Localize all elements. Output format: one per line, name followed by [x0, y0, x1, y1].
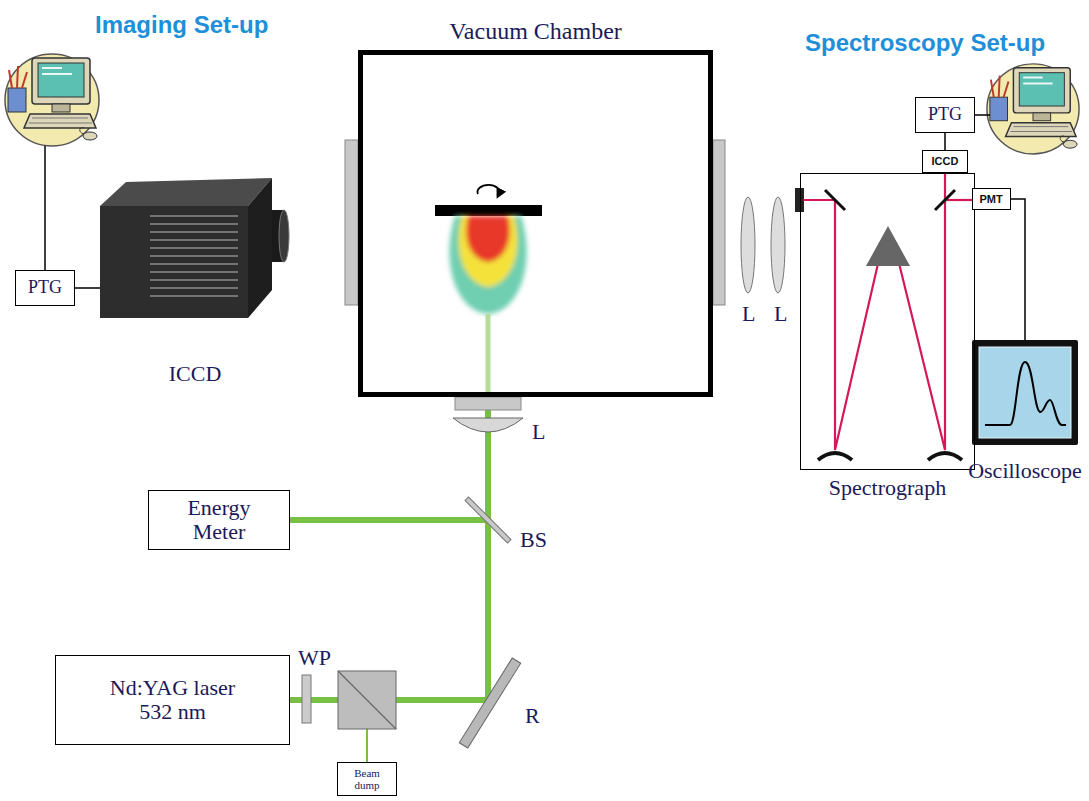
trigger-cable — [944, 133, 946, 150]
flat-mirror — [825, 190, 845, 210]
iccd-detector-box: ICCD — [922, 150, 968, 173]
spectrograph: Spectrograph — [800, 173, 975, 470]
plume-middle — [458, 216, 517, 287]
mirror-label: R — [525, 704, 540, 728]
section-heading: Spectroscopy Set-up — [805, 30, 1045, 56]
light-ray — [945, 199, 972, 201]
concave-mirror — [818, 453, 852, 460]
plasma-plume — [449, 216, 526, 314]
node-heading: Spectrograph — [829, 476, 946, 500]
node-text: PMT — [979, 193, 1002, 205]
rotation-arrow — [478, 185, 500, 194]
collection-lens — [741, 197, 755, 293]
beam-in-chamber — [486, 314, 491, 397]
mirror — [459, 658, 520, 748]
iccd-camera-picture — [100, 178, 289, 318]
wave-plate — [302, 675, 311, 723]
prism — [866, 226, 910, 266]
plume-core — [466, 216, 510, 262]
oscilloscope-frame — [972, 340, 1078, 445]
node-text: Beam dump — [345, 767, 390, 791]
wave-plate-label: WP — [298, 646, 331, 670]
camera-side — [248, 178, 272, 318]
pulse-generator-box: PTG — [915, 97, 975, 133]
node-text: Nd:YAG laser 532 nm — [95, 676, 250, 724]
node-heading: Oscilloscope — [968, 459, 1082, 483]
signal-trace — [985, 362, 1066, 425]
light-ray — [803, 174, 945, 450]
label-holder: L — [532, 420, 545, 444]
computer-icon — [5, 54, 99, 146]
trigger-cable — [75, 287, 100, 289]
pmt-box: PMT — [972, 188, 1011, 210]
section-heading: Imaging Set-up — [95, 12, 268, 38]
oscilloscope: Oscilloscope — [972, 340, 1078, 445]
target — [435, 205, 542, 216]
chamber-window — [345, 140, 358, 305]
label-holder: WP — [298, 646, 331, 670]
flip-mirror — [935, 190, 955, 210]
concave-mirror — [928, 453, 962, 460]
laser-box: Nd:YAG laser 532 nm — [55, 655, 290, 745]
label-holder: Imaging Set-up — [95, 12, 268, 38]
pulse-generator-box: PTG — [15, 270, 75, 306]
beam-splitter — [465, 497, 511, 543]
chamber-window — [713, 140, 725, 305]
label-holder: R — [525, 704, 540, 728]
label-holder: L — [742, 302, 755, 326]
plume-outer — [449, 216, 526, 314]
node-heading: ICCD — [169, 362, 222, 386]
lens-label: L — [742, 302, 755, 326]
label-holder: Spectroscopy Set-up — [805, 30, 1045, 56]
label-holder: BS — [520, 528, 547, 552]
chamber-window — [455, 397, 521, 410]
collection-lens — [771, 197, 785, 293]
camera-top — [100, 178, 272, 206]
lens-label: L — [774, 302, 787, 326]
polarizing-cube — [338, 671, 396, 729]
focusing-lens — [453, 418, 523, 432]
control-cable — [44, 146, 46, 270]
signal-cable — [1011, 199, 1026, 340]
laser-beam — [290, 397, 488, 700]
label-holder: L — [774, 302, 787, 326]
control-cable — [975, 114, 990, 116]
computer-icon — [987, 64, 1079, 154]
beam-dump-box: Beam dump — [337, 762, 397, 796]
node-text: ICCD — [932, 155, 959, 167]
node-text: PTG — [928, 105, 962, 125]
cube-diagonal — [338, 671, 396, 729]
camera-grille — [150, 216, 238, 296]
energy-meter-box: Energy Meter — [148, 490, 290, 550]
oscilloscope-screen — [979, 347, 1071, 438]
beam-splitter-label: BS — [520, 528, 547, 552]
node-text: Energy Meter — [169, 496, 269, 544]
camera-lens-front — [279, 210, 289, 262]
camera-body — [100, 206, 248, 318]
lens-label: L — [532, 420, 545, 444]
node-text: PTG — [28, 278, 62, 298]
vacuum-chamber: Vacuum Chamber — [358, 50, 713, 397]
node-heading: Vacuum Chamber — [449, 18, 622, 44]
iccd-camera: ICCD — [100, 178, 290, 318]
